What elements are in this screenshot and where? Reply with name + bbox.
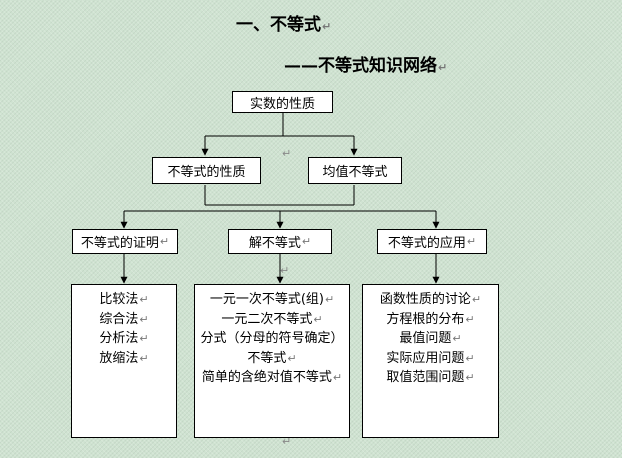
list-item: 分析法↵ — [99, 331, 149, 346]
paragraph-mark: ↵ — [159, 235, 170, 248]
paragraph-mark: ↵ — [466, 235, 477, 248]
list-item: 最值问题↵ — [399, 331, 462, 346]
node-inequality-application: 不等式的应用↵ — [377, 229, 487, 254]
subtitle-text: ——不等式知识网络 — [284, 56, 437, 76]
list-item: 比较法↵ — [99, 292, 149, 307]
application-topics-box: 函数性质的讨论↵ 方程根的分布↵ 最值问题↵ 实际应用问题↵ 取值范围问题↵ — [362, 284, 499, 438]
list-item: 取值范围问题↵ — [386, 370, 475, 385]
solving-methods-box: 一元一次不等式(组)↵ 一元二次不等式↵ 分式（分母的符号确定） 不等式↵ 简单… — [194, 284, 350, 438]
list-item: 一元一次不等式(组)↵ — [209, 292, 335, 307]
list-item: 综合法↵ — [99, 311, 149, 327]
list-item: 简单的含绝对值不等式↵ — [201, 370, 343, 385]
list-item: 函数性质的讨论↵ — [379, 292, 482, 307]
node-real-number-properties: 实数的性质 — [232, 91, 333, 113]
node-inequality-properties: 不等式的性质 — [152, 157, 261, 184]
main-title-text: 一、不等式 — [236, 15, 321, 35]
node-inequality-proof: 不等式的证明↵ — [72, 229, 178, 254]
stray-mark: ↵ — [280, 264, 290, 277]
stray-mark: ↵ — [282, 435, 292, 448]
node-mean-inequality: 均值不等式 — [308, 157, 402, 184]
node-label: 解不等式 — [248, 236, 301, 251]
list-item: 分式（分母的符号确定） — [200, 331, 344, 346]
list-item: 实际应用问题↵ — [386, 350, 475, 366]
node-solve-inequality: 解不等式↵ — [228, 229, 332, 254]
list-item: 不等式↵ — [247, 350, 297, 366]
paragraph-mark: ↵ — [322, 20, 332, 33]
paragraph-mark: ↵ — [438, 61, 448, 74]
node-label: 实数的性质 — [249, 96, 315, 112]
proof-methods-box: 比较法↵ 综合法↵ 分析法↵ 放缩法↵ — [71, 284, 177, 438]
node-label: 不等式的性质 — [167, 165, 246, 180]
list-item: 一元二次不等式↵ — [221, 311, 323, 327]
node-label: 不等式的证明 — [80, 236, 159, 251]
node-label: 不等式的应用 — [387, 236, 466, 251]
subtitle: ——不等式知识网络↵ — [284, 51, 447, 76]
list-item: 放缩法↵ — [99, 350, 149, 366]
list-item: 方程根的分布↵ — [386, 311, 475, 327]
node-label: 均值不等式 — [322, 165, 388, 180]
main-title: 一、不等式↵ — [236, 10, 331, 35]
stray-mark: ↵ — [282, 147, 292, 160]
paragraph-mark: ↵ — [301, 235, 312, 248]
